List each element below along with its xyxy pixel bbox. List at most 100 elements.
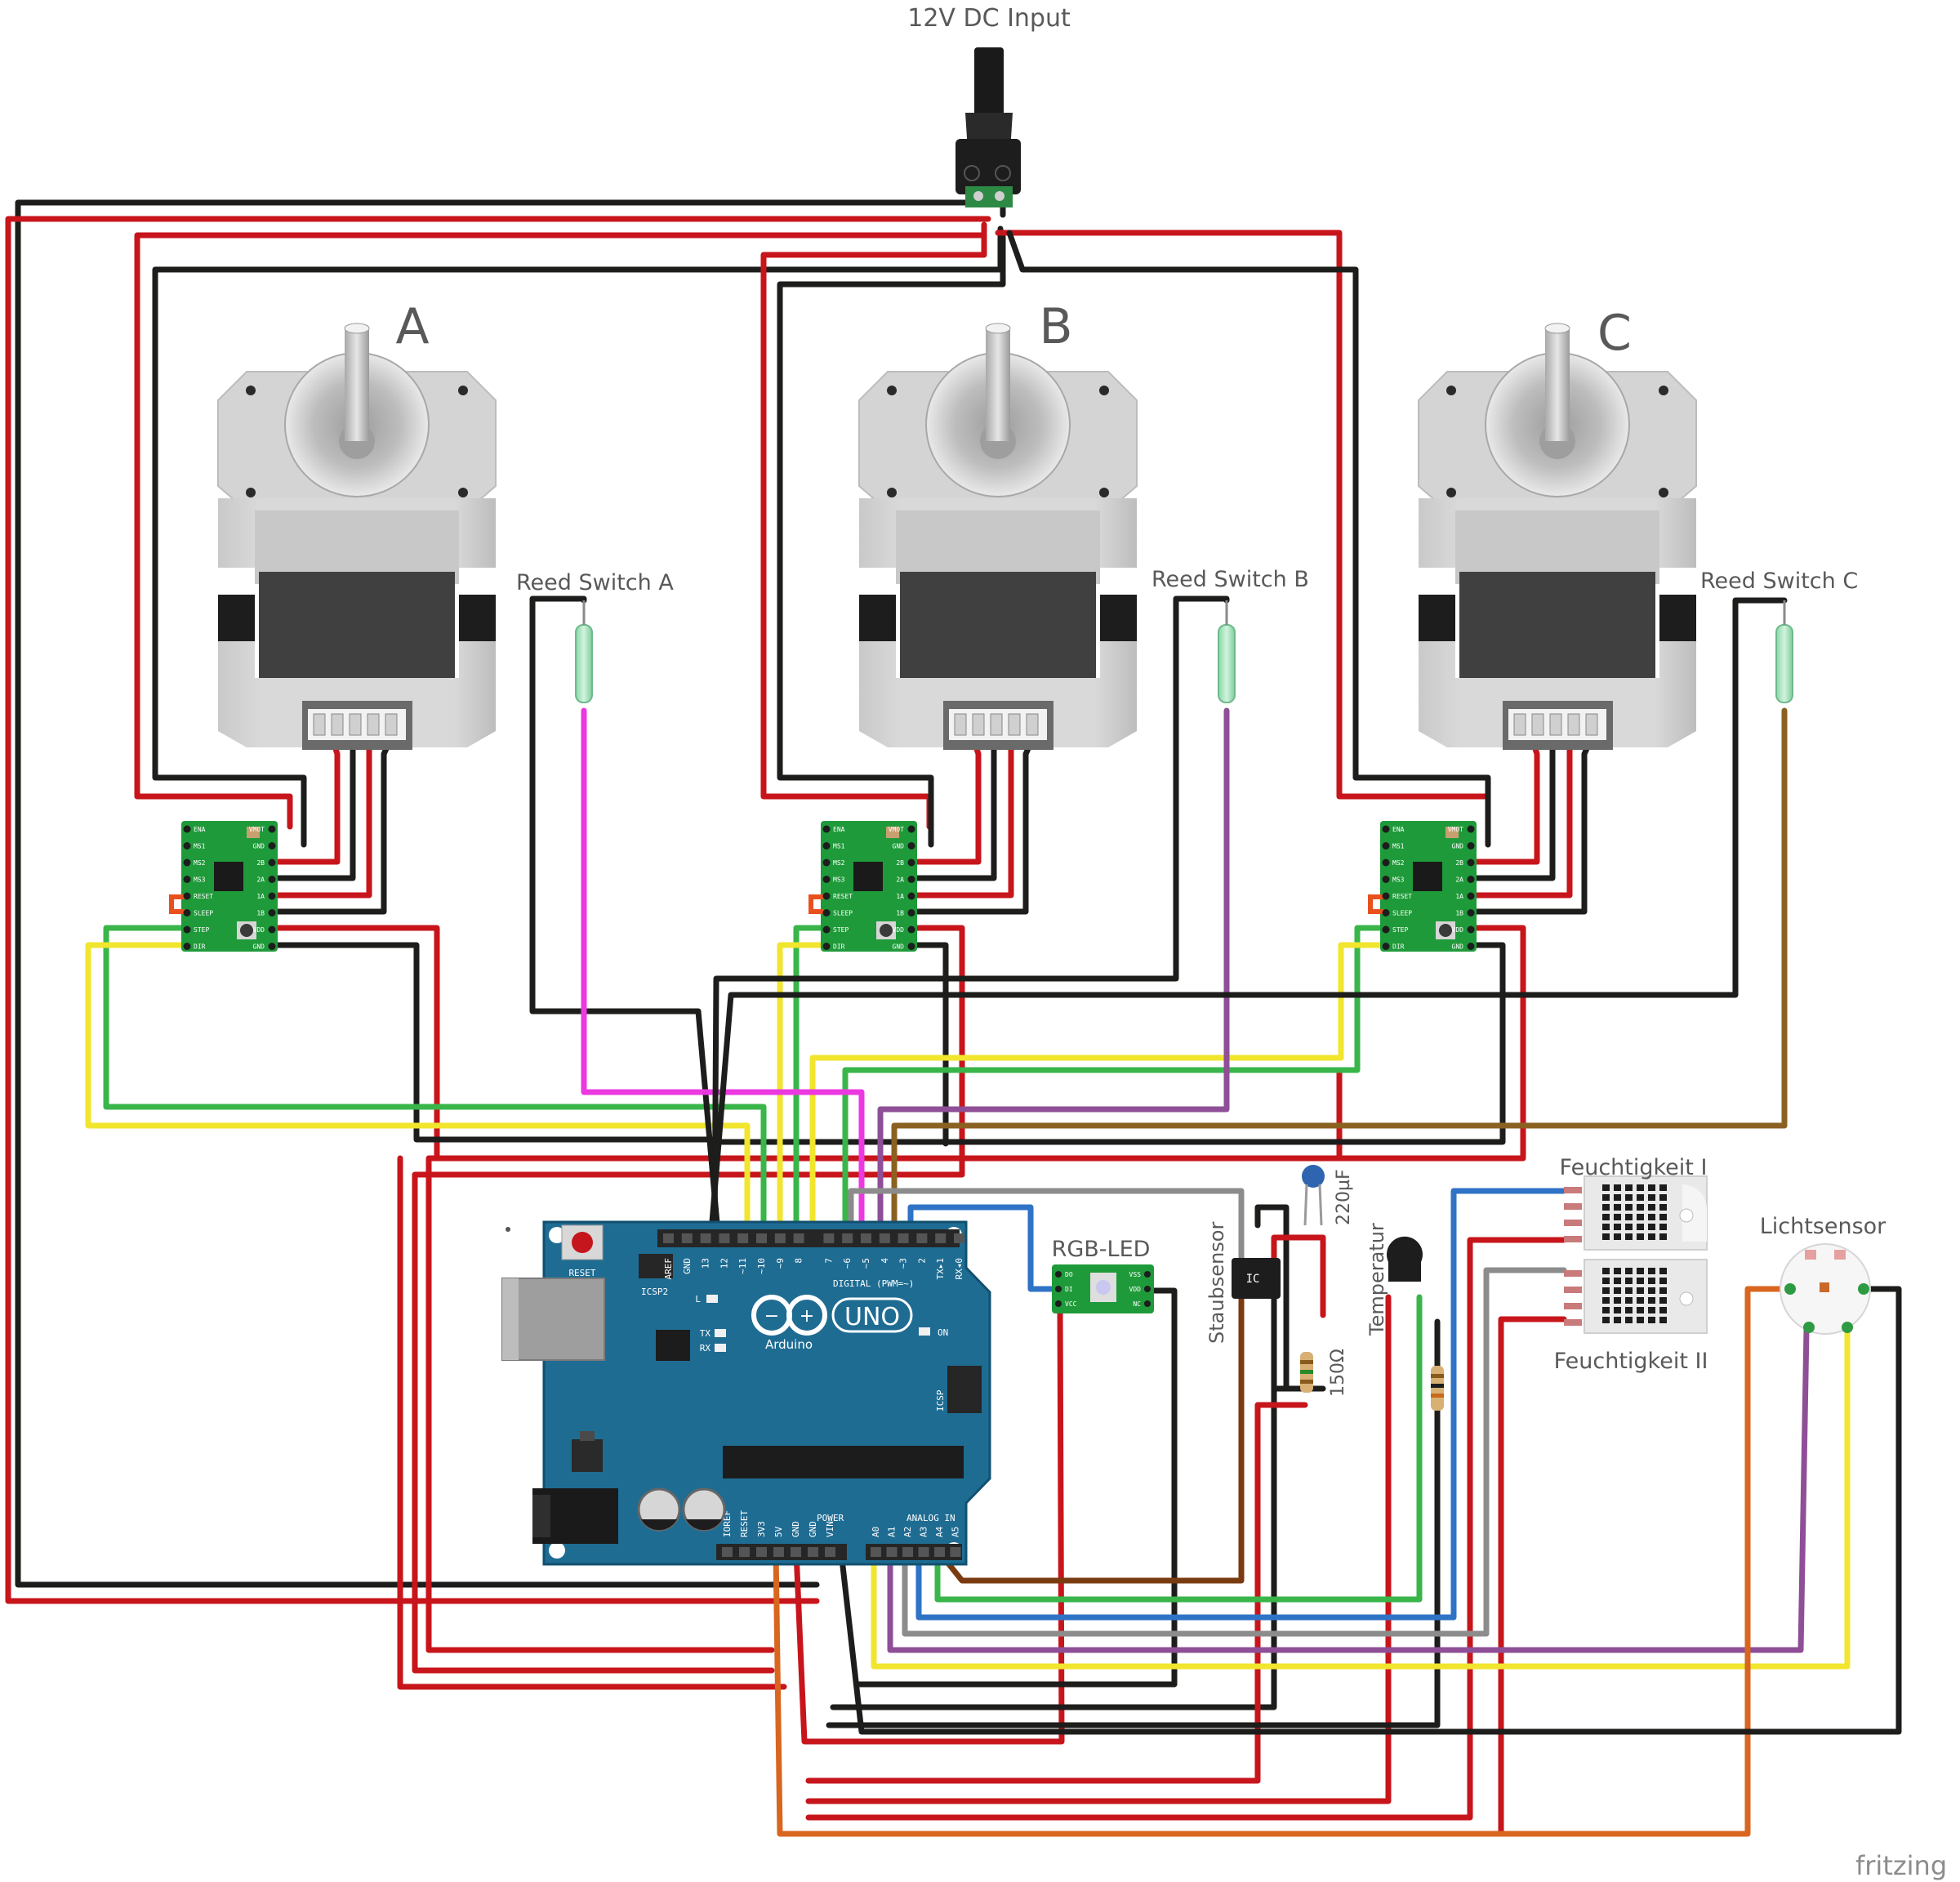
dust-wires	[805, 1188, 1326, 1784]
header-socket	[793, 1233, 804, 1243]
dust-ic-label: IC	[1246, 1273, 1260, 1286]
driver-pin-label: GND	[1452, 943, 1464, 951]
driver-pin-label: 2B	[896, 859, 904, 867]
reed-switch-a-label: Reed Switch A	[516, 570, 674, 595]
driver-pin-label: MS3	[833, 876, 845, 884]
driver-pin-left	[1382, 943, 1390, 950]
power-pin-label: 3V3	[756, 1521, 767, 1537]
driver-pin-label: STEP	[833, 926, 849, 934]
driver-pin-label: GND	[893, 843, 905, 850]
sensor-wires	[773, 1188, 1902, 1837]
light-sensor: Lichtsensor	[1760, 1214, 1886, 1335]
humidity-1-grid	[1602, 1184, 1667, 1240]
grid-cell	[1614, 1224, 1621, 1230]
grid-cell	[1602, 1224, 1610, 1230]
driver-pin-left	[822, 825, 831, 833]
usb-chip	[656, 1330, 690, 1361]
digital-pin-label: 2	[916, 1258, 927, 1264]
digital-pin-label: 12	[719, 1258, 729, 1269]
rgb-led-label: RGB-LED	[1052, 1237, 1151, 1262]
motor-screw	[1099, 488, 1109, 497]
header-socket	[719, 1233, 730, 1243]
grid-cell	[1614, 1214, 1621, 1220]
dust-sensor: IC Staubsensor 220µF 150Ω	[1205, 1165, 1354, 1397]
grid-cell	[1637, 1297, 1644, 1304]
digital-pin-label: RX◂0	[954, 1258, 964, 1280]
grid-cell	[1637, 1224, 1644, 1230]
header-socket	[825, 1547, 835, 1557]
header-socket	[773, 1547, 784, 1557]
header-socket	[722, 1547, 733, 1557]
driver-pin-right	[268, 925, 276, 934]
power-pin-label: 5V	[773, 1526, 784, 1537]
motor-label-a: A	[395, 298, 429, 355]
grid-cell	[1625, 1268, 1633, 1274]
fritzing-brand: fritzing	[1855, 1850, 1947, 1881]
logo-plus: +	[800, 1306, 814, 1327]
driver-pin-left	[1382, 909, 1390, 916]
stepper-motor-b: B	[858, 298, 1138, 750]
driver-pin-left	[183, 909, 191, 916]
driver-pin-label: GND	[1452, 843, 1464, 850]
grid-cell	[1625, 1204, 1633, 1211]
digital-pin-label: TX▸1	[935, 1258, 946, 1280]
grid-cell	[1659, 1278, 1667, 1284]
grid-cell	[1648, 1233, 1655, 1240]
grid-cell	[1659, 1194, 1667, 1201]
grid-cell	[1659, 1184, 1667, 1191]
grid-cell	[1614, 1317, 1621, 1323]
driver-pot-knob	[240, 924, 253, 937]
grid-cell	[1637, 1233, 1644, 1240]
motor-screw	[458, 488, 468, 497]
driver-chip	[1413, 862, 1442, 891]
driver-jumper	[808, 894, 824, 914]
driver-smd	[1446, 827, 1459, 838]
driver-pot-knob	[880, 924, 893, 937]
motor-shaft-top	[1544, 323, 1570, 334]
driver-pin-left	[1382, 876, 1390, 883]
driver-pin-right	[907, 842, 915, 850]
driver-pin-label: ENA	[1392, 826, 1405, 833]
led-l-label: L	[695, 1294, 701, 1304]
header-socket	[808, 1547, 818, 1557]
digital-pin-label: ~5	[861, 1258, 871, 1269]
atmega-chip	[723, 1446, 964, 1478]
driver-pin-label: MS1	[194, 843, 206, 850]
grid-cell	[1614, 1268, 1621, 1274]
driver-smd	[247, 827, 260, 838]
driver-pin-label: DIR	[833, 943, 845, 951]
grid-cell	[1637, 1184, 1644, 1191]
motor-band-left	[859, 595, 896, 644]
driver-pin-label: STEP	[194, 926, 209, 934]
motor-pin	[1585, 713, 1598, 736]
grid-cell	[1614, 1184, 1621, 1191]
header-socket	[898, 1233, 909, 1243]
digital-pin-label: 13	[701, 1258, 711, 1269]
grid-cell	[1659, 1297, 1667, 1304]
analog-pin-label: A4	[934, 1526, 945, 1537]
led-tx-label: TX	[700, 1328, 711, 1339]
humidity-1-label: Feuchtigkeit I	[1560, 1155, 1708, 1180]
digital-pin-label: 7	[823, 1258, 834, 1264]
digital-pin-label: 8	[794, 1258, 804, 1264]
grid-cell	[1648, 1214, 1655, 1220]
driver-pin-left	[822, 858, 831, 867]
driver-pin-right	[268, 943, 276, 950]
header-socket	[739, 1547, 750, 1557]
motor-pin	[990, 713, 1003, 736]
driver-pin-right	[268, 909, 276, 916]
header-socket	[842, 1233, 853, 1243]
grid-cell	[1648, 1307, 1655, 1313]
reed-switches: Reed Switch A Reed Switch B Reed Switch …	[516, 567, 1858, 703]
driver-pin-label: GND	[893, 943, 905, 951]
driver-pin-label: 1B	[896, 910, 904, 917]
stepper-motor-a: A	[217, 298, 497, 750]
header-socket	[737, 1233, 749, 1243]
rgb-pin-label: VDD	[1129, 1286, 1142, 1293]
driver-pin-left	[183, 842, 191, 850]
driver-pin-label: 2B	[1455, 859, 1463, 867]
driver-pin-label: DIR	[194, 943, 206, 951]
grid-cell	[1602, 1287, 1610, 1294]
